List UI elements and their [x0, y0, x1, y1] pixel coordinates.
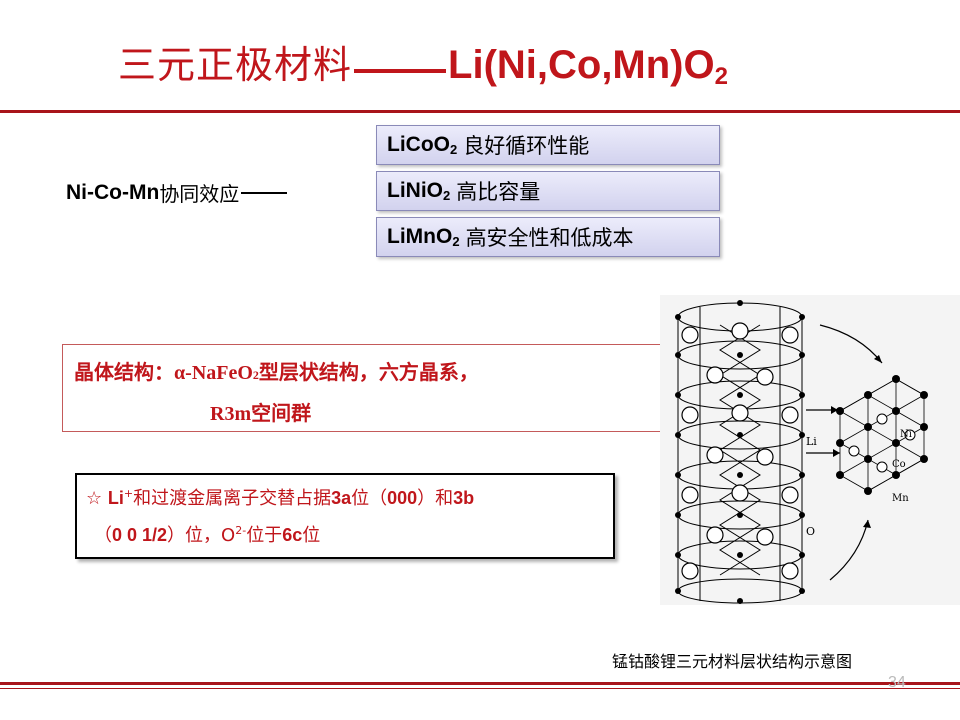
metal-atoms: [675, 300, 805, 604]
page-number: 34: [888, 674, 906, 691]
diagram-caption: 锰钴酸锂三元材料层状结构示意图: [612, 652, 853, 671]
synergy-dash: [241, 191, 288, 194]
label-co: Co: [892, 459, 906, 470]
crystal-structure-line1: 晶体结构：α-NaFeO2型层状结构，六方晶系，: [74, 362, 479, 384]
label-mn: Mn: [892, 493, 909, 504]
title-dash: [354, 68, 447, 73]
property-box-linio2: LiNiO2 高比容量: [376, 171, 720, 211]
property-box-licoo2: LiCoO2 良好循环性能: [376, 125, 720, 165]
synergy-elements: Ni-Co-Mn: [66, 180, 160, 204]
property-desc: 良好循环性能: [463, 134, 590, 158]
bottom-divider-thin: [0, 688, 960, 689]
bottom-divider: [0, 682, 960, 685]
property-box-limno2: LiMnO2 高安全性和低成本: [376, 217, 720, 257]
oxygen-atoms: [681, 322, 799, 580]
lattice-site-atoms: [836, 375, 928, 495]
label-o: O: [806, 525, 815, 538]
title-formula: Li(Ni,Co,Mn)O2: [448, 43, 728, 90]
title-chinese: 三元正极材料: [118, 43, 353, 87]
property-formula: LiMnO2: [387, 225, 460, 249]
property-formula: LiCoO2: [387, 133, 458, 157]
property-desc: 高比容量: [456, 180, 541, 204]
arrowheads: [831, 355, 882, 528]
property-formula: LiNiO2: [387, 179, 451, 203]
layered-structure-diagram: Li O Ni Co Mn: [660, 295, 960, 605]
li-ion-note-box: [75, 473, 615, 559]
li-ion-note-line1: ☆ Li+和过渡金属离子交替占据3a位（000）和3b: [86, 487, 475, 509]
top-divider: [0, 110, 960, 113]
label-li: Li: [806, 435, 817, 448]
crystal-structure-line2: R3m空间群: [210, 403, 312, 425]
label-ni: Ni: [900, 429, 912, 440]
li-ion-note-line2: （0 0 1/2）位，O2-位于6c位: [94, 524, 321, 546]
crystal-structure-box: [62, 344, 672, 432]
star-icon: ☆: [86, 488, 103, 509]
property-desc: 高安全性和低成本: [465, 226, 634, 250]
synergy-text: 协同效应: [159, 182, 240, 206]
slide-title: 三元正极材料 Li(Ni,Co,Mn)O2: [118, 34, 728, 94]
